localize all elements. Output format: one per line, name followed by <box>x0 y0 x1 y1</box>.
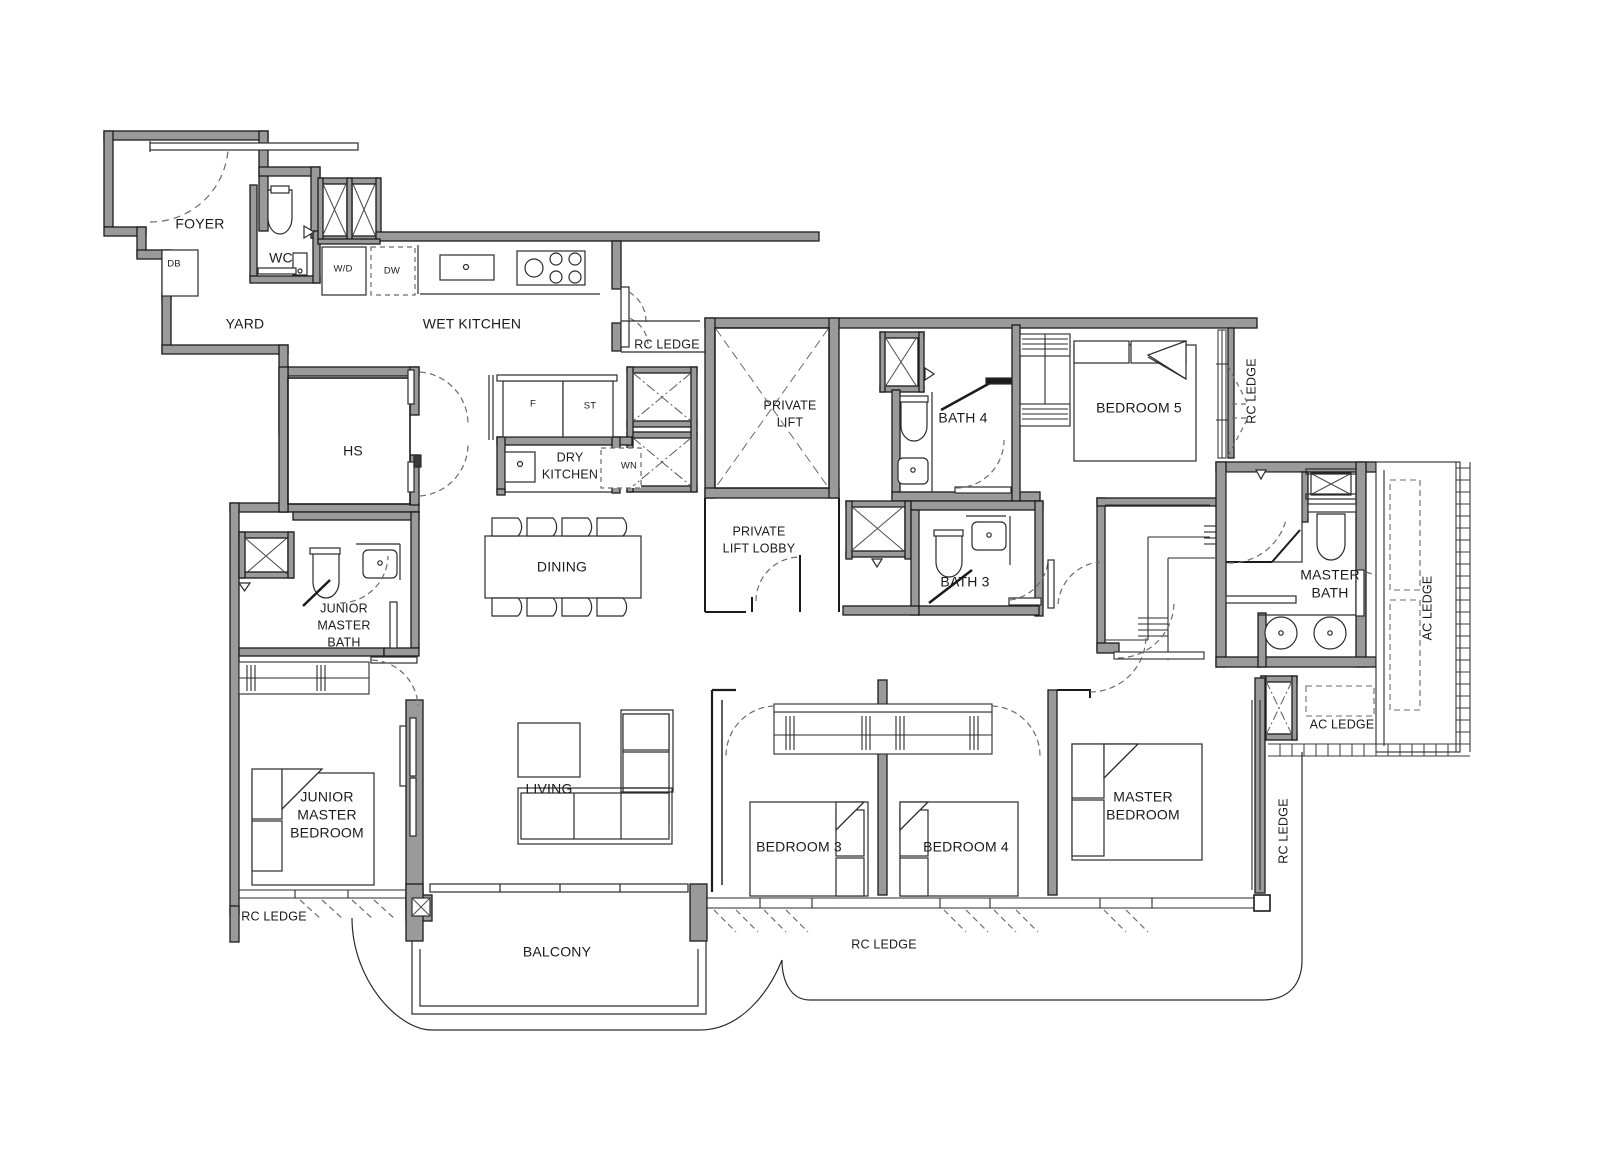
label-master-bedroom-line1: MASTER <box>1113 789 1173 805</box>
label-db: DB <box>167 259 181 270</box>
label-rc-ledge-jmb: RC LEDGE <box>241 909 307 923</box>
label-balcony: BALCONY <box>523 944 592 960</box>
label-rc-ledge-bottom: RC LEDGE <box>851 937 917 951</box>
label-living: LIVING <box>525 781 572 797</box>
thin-linework-group <box>149 141 1471 1031</box>
label-rc-ledge-bedroom5: RC LEDGE <box>1244 358 1258 424</box>
label-lift-lobby-line1: PRIVATE <box>732 524 785 538</box>
label-ac-ledge-right: AC LEDGE <box>1420 576 1434 641</box>
label-jm-bath-line2: MASTER <box>317 618 370 632</box>
label-bedroom-3: BEDROOM 3 <box>756 839 842 855</box>
label-jm-bedroom-line1: JUNIOR <box>300 789 353 805</box>
label-dining: DINING <box>537 559 587 575</box>
label-bath-3: BATH 3 <box>940 574 989 590</box>
label-dishwasher: DW <box>384 266 400 277</box>
label-wet-kitchen: WET KITCHEN <box>423 316 521 332</box>
label-private-lift-line2: LIFT <box>777 415 804 429</box>
label-lift-lobby-line2: LIFT LOBBY <box>723 541 796 555</box>
label-fridge: F <box>530 399 536 410</box>
label-store: ST <box>584 401 597 412</box>
label-master-bath-line1: MASTER <box>1300 567 1360 583</box>
label-dry-kitchen-line1: DRY <box>557 450 584 464</box>
label-bedroom-4: BEDROOM 4 <box>923 839 1009 855</box>
label-master-bath-line2: BATH <box>1311 585 1348 601</box>
label-rc-ledge-master: RC LEDGE <box>1276 798 1290 864</box>
label-wc: WC <box>269 250 293 266</box>
label-yard: YARD <box>226 316 265 332</box>
label-jm-bedroom-line3: BEDROOM <box>290 825 364 841</box>
label-bath-4: BATH 4 <box>938 410 987 426</box>
label-rc-ledge-kitchen: RC LEDGE <box>634 337 700 351</box>
label-washer-dryer: W/D <box>333 264 352 275</box>
label-wine-chiller: WN <box>621 461 637 472</box>
label-jm-bath-line1: JUNIOR <box>320 601 368 615</box>
label-jm-bath-line3: BATH <box>327 635 360 649</box>
label-bedroom-5: BEDROOM 5 <box>1096 400 1182 416</box>
label-jm-bedroom-line2: MASTER <box>297 807 357 823</box>
label-ac-ledge-lower: AC LEDGE <box>1310 717 1375 731</box>
label-household-shelter: HS <box>343 443 363 459</box>
label-private-lift-line1: PRIVATE <box>763 398 816 412</box>
room-label-group: FOYER WC DB YARD WET KITCHEN W/D DW HS F… <box>167 216 1434 960</box>
label-foyer: FOYER <box>175 216 224 232</box>
label-dry-kitchen-line2: KITCHEN <box>542 467 598 481</box>
label-master-bedroom-line2: BEDROOM <box>1106 807 1180 823</box>
